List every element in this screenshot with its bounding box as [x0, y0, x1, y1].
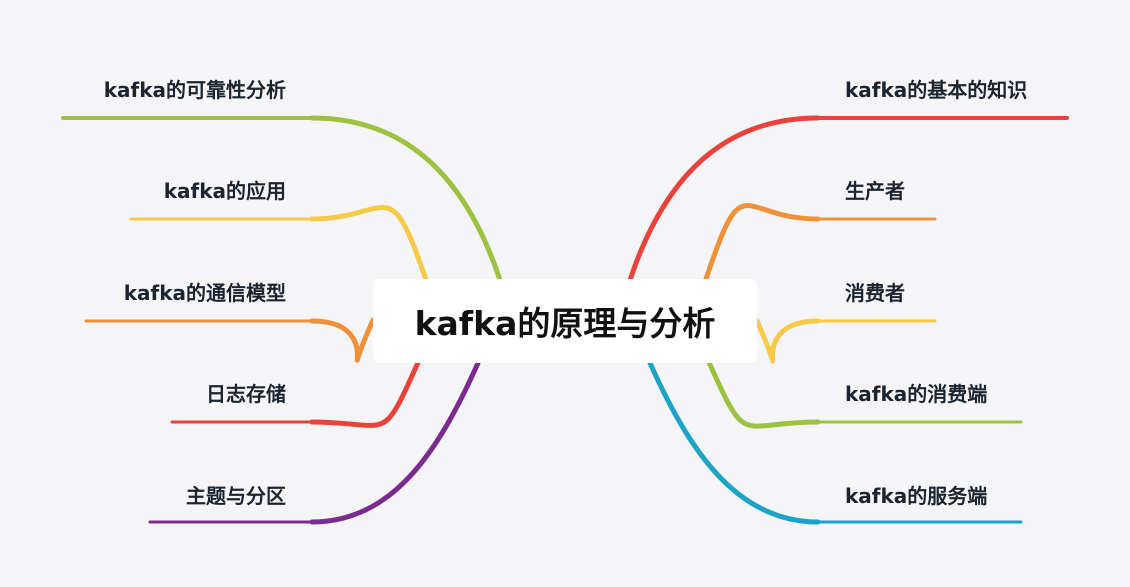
left-branch-label-5[interactable]: 主题与分区 [186, 484, 286, 508]
left-branch-label-3[interactable]: kafka的通信模型 [123, 281, 286, 305]
left-connector-curve-4 [309, 355, 423, 428]
right-branch-label-3[interactable]: 消费者 [845, 281, 905, 305]
left-branch-label-2[interactable]: kafka的应用 [163, 179, 286, 203]
central-topic-node[interactable]: kafka的原理与分析 [373, 279, 757, 363]
central-topic-title: kafka的原理与分析 [414, 304, 716, 343]
left-branch-label-4[interactable]: 日志存储 [206, 382, 286, 406]
left-connector-curve-2 [309, 204, 431, 289]
right-connector-curve-2 [702, 203, 821, 285]
right-connector-curve-3 [754, 318, 821, 364]
left-connector-curve-5 [309, 360, 481, 525]
left-connector-curve-3 [309, 317, 376, 363]
left-connector-curve-1 [309, 115, 503, 283]
right-branch-label-2[interactable]: 生产者 [845, 179, 905, 203]
right-connector-curve-1 [627, 115, 821, 283]
right-connector-curve-5 [647, 360, 821, 525]
right-branch-label-5[interactable]: kafka的服务端 [845, 484, 988, 508]
right-branch-label-4[interactable]: kafka的消费端 [845, 382, 988, 406]
right-branch-label-1[interactable]: kafka的基本的知识 [845, 78, 1028, 102]
left-branch-label-1[interactable]: kafka的可靠性分析 [103, 78, 286, 102]
right-connector-curve-4 [705, 357, 821, 429]
